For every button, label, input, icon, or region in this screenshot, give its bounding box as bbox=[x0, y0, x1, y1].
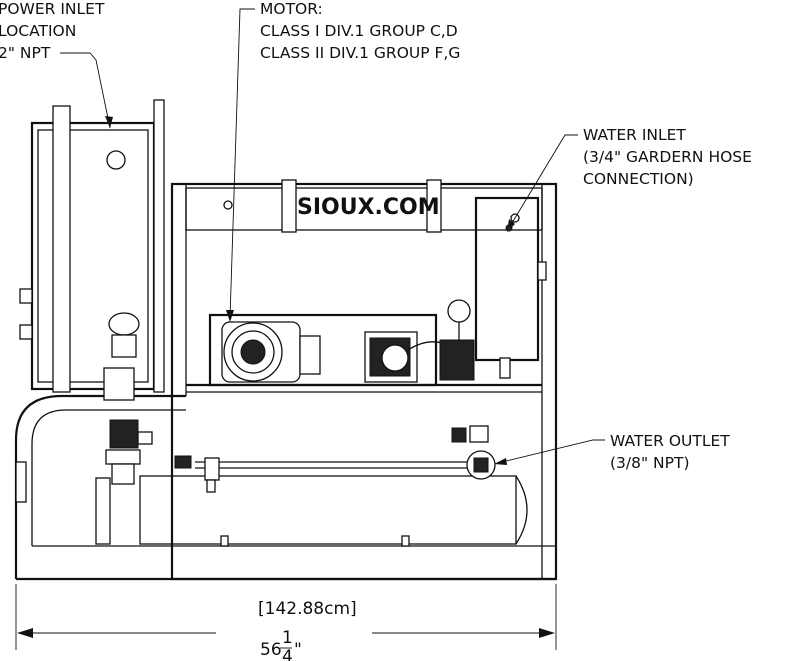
tank-shell bbox=[139, 475, 517, 545]
water-outlet-callout: WATER OUTLET (3/8" NPT) bbox=[494, 432, 730, 472]
power-inlet-hole bbox=[106, 150, 126, 170]
dimension-arrow-left bbox=[17, 628, 33, 638]
outlet-inlet-fitting bbox=[174, 455, 192, 469]
column-strainer bbox=[103, 367, 135, 401]
motor-line-1: MOTOR: bbox=[260, 0, 323, 18]
hinge-bottom bbox=[19, 324, 33, 340]
pressure-gauge bbox=[447, 299, 471, 323]
motor-assembly bbox=[208, 313, 438, 387]
water-inlet-leader bbox=[508, 134, 578, 229]
pump-pulley bbox=[381, 344, 409, 372]
motor-fan-grille bbox=[240, 339, 266, 365]
outlet-riser bbox=[469, 425, 489, 443]
motor-fan-ring bbox=[231, 330, 275, 374]
column-union bbox=[109, 419, 139, 449]
power-inlet-line-1: POWER INLET bbox=[0, 0, 105, 18]
tank-foot-left bbox=[220, 535, 229, 547]
pressure-tank bbox=[95, 475, 528, 547]
enclosure-left-flange bbox=[52, 105, 71, 393]
brand-label: SIOUX.COM bbox=[297, 195, 440, 220]
enclosure-inner bbox=[37, 129, 149, 383]
outlet-tee bbox=[204, 457, 220, 481]
tank-end-plate bbox=[95, 477, 111, 545]
dimension-metric: [142.88cm] bbox=[258, 599, 357, 619]
dimension-imperial-unit: " bbox=[294, 640, 302, 660]
water-inlet-line-2: (3/4" GARDERN HOSE bbox=[583, 148, 752, 166]
enclosure-right-flange bbox=[153, 99, 165, 393]
motor-callout: MOTOR: CLASS I DIV.1 GROUP C,D CLASS II … bbox=[226, 0, 460, 322]
tank-box-drain bbox=[499, 357, 511, 379]
column-coupling bbox=[111, 334, 137, 358]
column-nipple bbox=[111, 463, 135, 485]
column-cap bbox=[108, 312, 140, 336]
dimension-imperial-whole: 56 bbox=[260, 640, 282, 660]
frame-side-slot bbox=[15, 461, 27, 503]
dimension-imperial-denominator: 4 bbox=[282, 647, 293, 661]
hinge-top bbox=[19, 288, 33, 304]
motor-line-3: CLASS II DIV.1 GROUP F,G bbox=[260, 44, 460, 62]
plumbing-column bbox=[103, 312, 153, 485]
tank-foot-right bbox=[401, 535, 410, 547]
curved-frame-outer bbox=[14, 394, 186, 579]
pump-valve-block bbox=[439, 339, 475, 381]
water-inlet-line-3: CONNECTION) bbox=[583, 170, 694, 188]
water-inlet-callout: WATER INLET (3/4" GARDERN HOSE CONNECTIO… bbox=[507, 126, 752, 232]
water-tank-box bbox=[474, 196, 547, 379]
column-side-valve bbox=[137, 431, 153, 445]
column-nut bbox=[105, 449, 141, 465]
main-frame: SIOUX.COM bbox=[14, 179, 558, 581]
outlet-drain bbox=[206, 479, 216, 493]
power-inlet-leader bbox=[60, 52, 111, 129]
water-inlet-line-1: WATER INLET bbox=[583, 126, 686, 144]
water-outlet-line-1: WATER OUTLET bbox=[610, 432, 730, 450]
crossbar-hole-right bbox=[510, 213, 520, 223]
crossbar-hole-left bbox=[223, 200, 233, 210]
curved-frame-inner bbox=[31, 409, 186, 546]
bracket-left bbox=[281, 179, 297, 233]
top-crossbar bbox=[185, 187, 543, 231]
water-outlet-leader bbox=[497, 439, 605, 464]
motor-leader bbox=[229, 8, 255, 319]
water-outlet-arrowhead bbox=[494, 458, 507, 465]
dimension-arrow-right bbox=[539, 628, 555, 638]
power-inlet-line-3: 2" NPT bbox=[0, 44, 51, 62]
motor-line-2: CLASS I DIV.1 GROUP C,D bbox=[260, 22, 458, 40]
water-outlet-line-2: (3/8" NPT) bbox=[610, 454, 690, 472]
tank-box-body bbox=[474, 196, 540, 362]
motor-terminal-box bbox=[299, 335, 321, 375]
pump-assembly bbox=[364, 299, 475, 383]
outlet-line bbox=[174, 425, 496, 493]
overall-width-dimension: [142.88cm] 56 1 4 " bbox=[15, 584, 557, 661]
tank-box-tab bbox=[537, 261, 547, 281]
tank-end-cap bbox=[515, 475, 528, 545]
bracket-right bbox=[426, 179, 442, 233]
motor-mount-plate bbox=[208, 313, 438, 387]
outlet-valve-core bbox=[473, 457, 489, 473]
power-inlet-line-2: LOCATION bbox=[0, 22, 76, 40]
power-inlet-callout: POWER INLET LOCATION 2" NPT bbox=[0, 0, 113, 129]
outlet-riser-fitting bbox=[451, 427, 467, 443]
dimension-imperial-numerator: 1 bbox=[282, 628, 293, 648]
water-inlet-fitting bbox=[505, 224, 513, 232]
control-enclosure bbox=[19, 99, 165, 393]
